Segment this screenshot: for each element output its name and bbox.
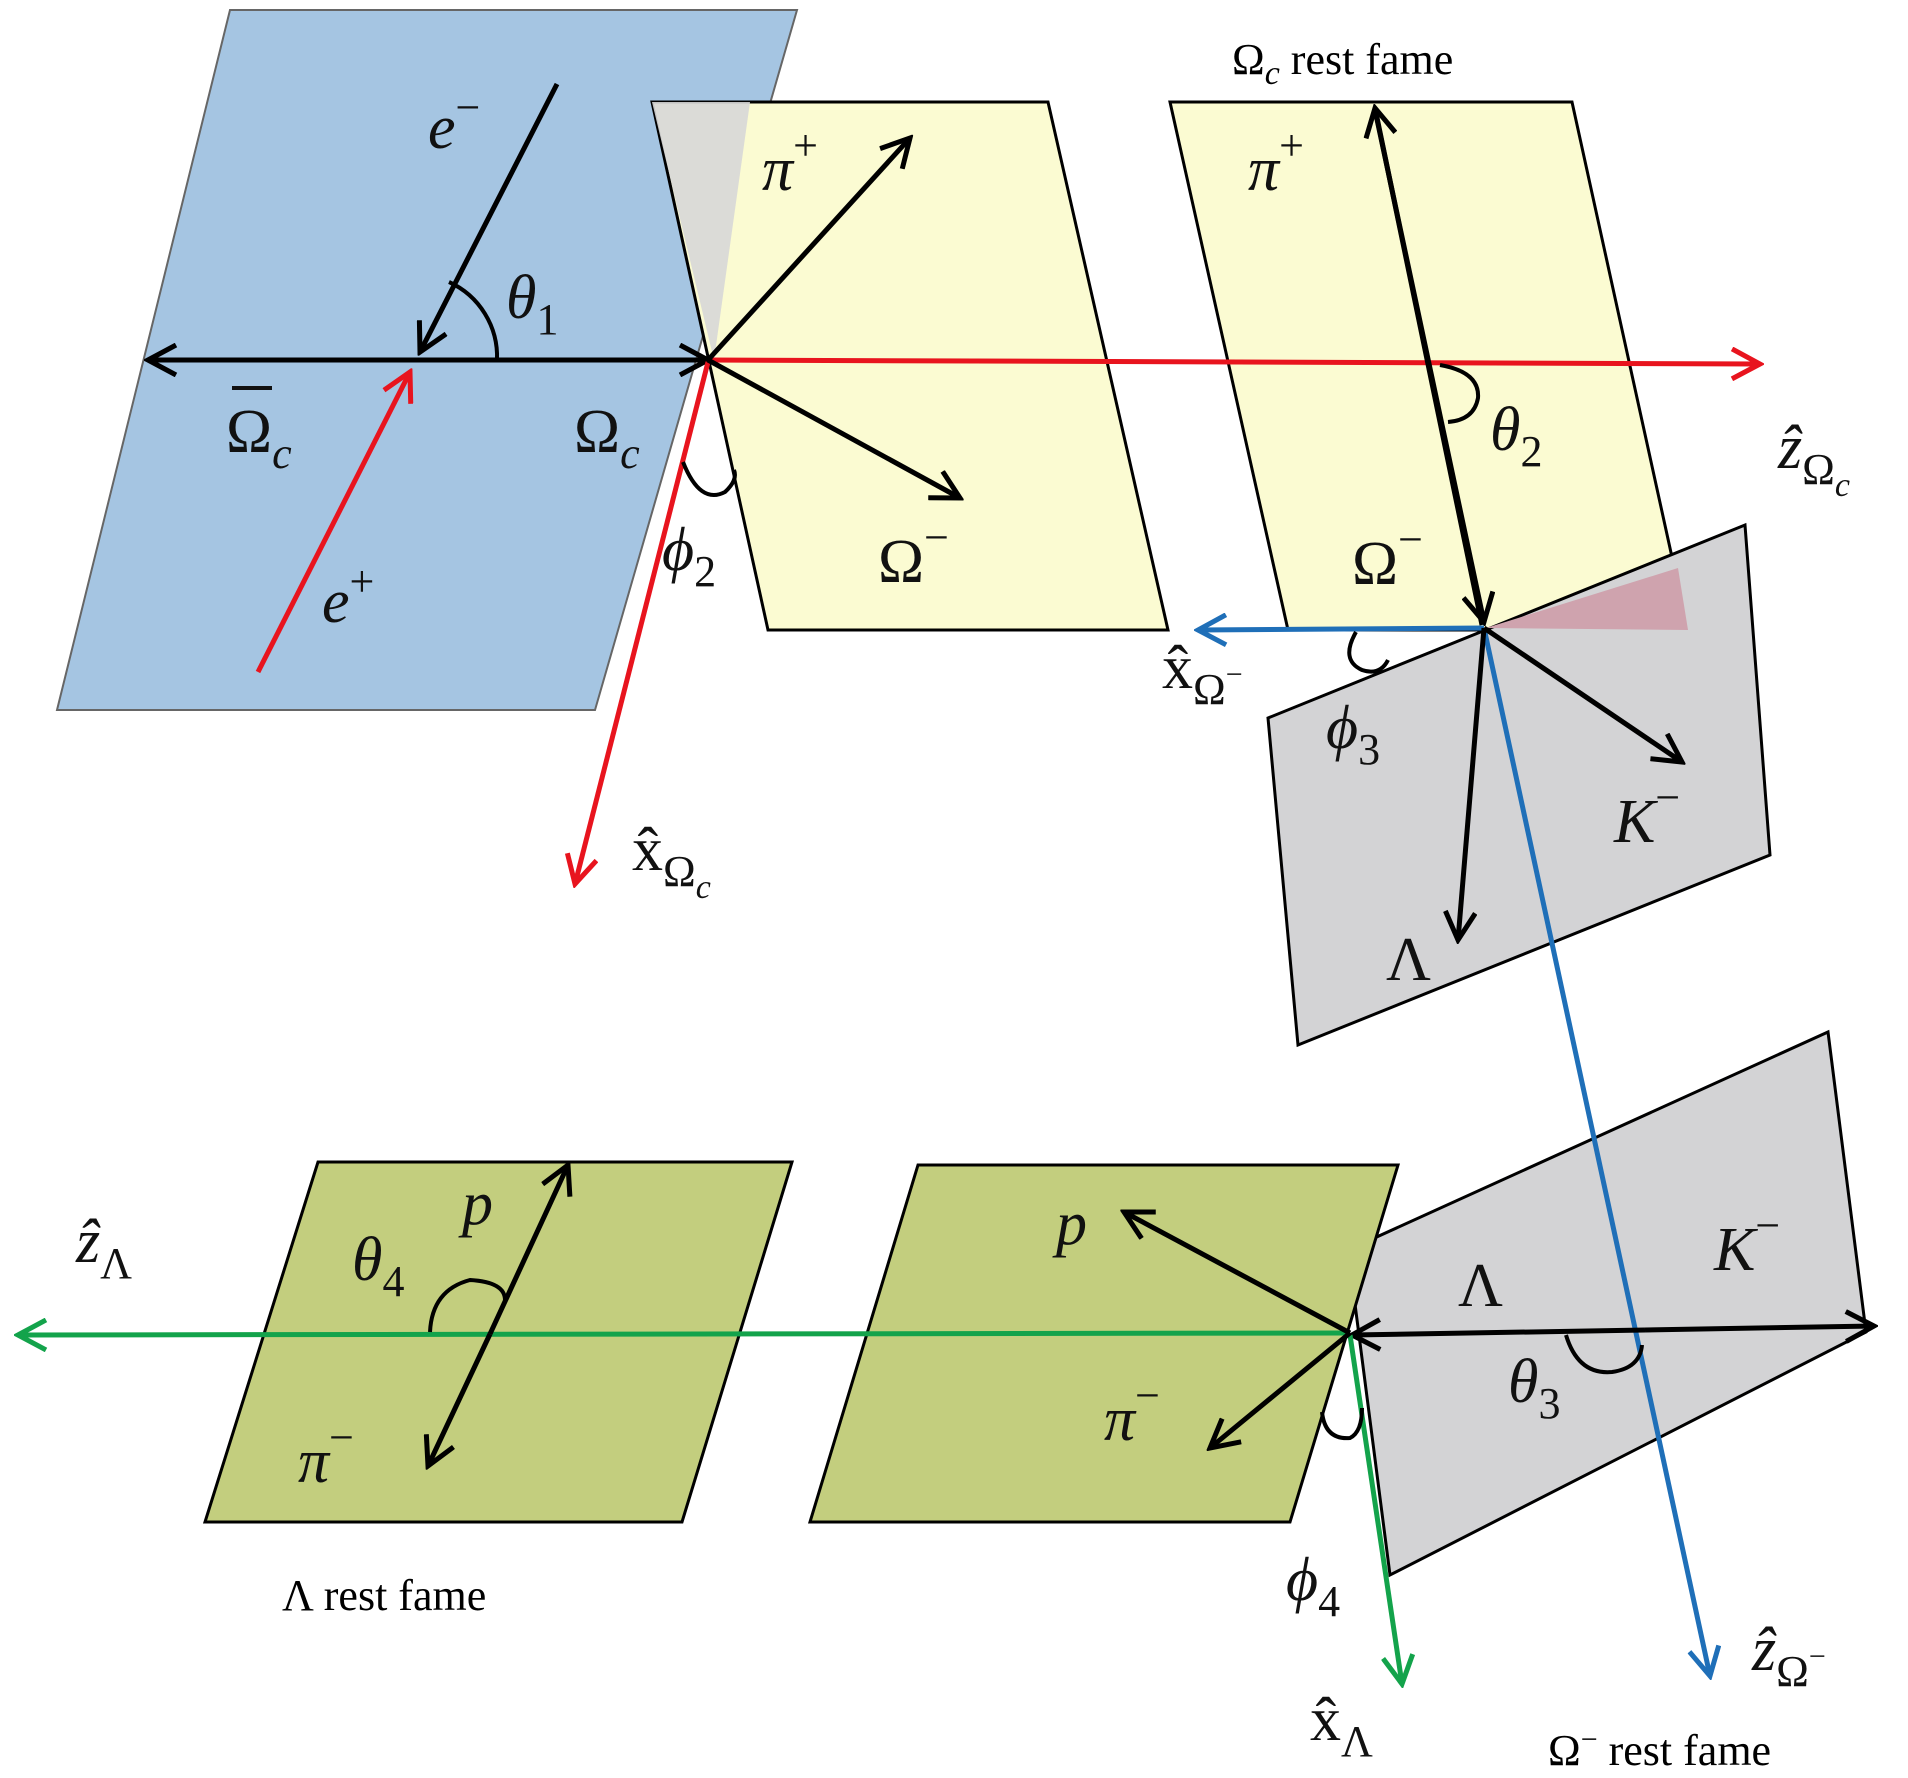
theta2-arc bbox=[1439, 363, 1481, 424]
z-lambda-label: ẑΛ bbox=[75, 1208, 132, 1288]
p-vector-2 bbox=[1124, 1212, 1352, 1336]
pink-overlap-region bbox=[1486, 568, 1688, 630]
svg-text:Ωc: Ωc bbox=[226, 398, 292, 478]
omega-c-decay-plane bbox=[650, 100, 1170, 632]
lambda-vector-1 bbox=[1458, 627, 1487, 940]
omega-minus-rest-plane bbox=[1346, 1029, 1868, 1578]
omega-minus-vector-1 bbox=[706, 357, 960, 498]
e-minus-vector bbox=[420, 82, 560, 352]
x-omega-minus-label: x̂Ω− bbox=[1162, 634, 1243, 714]
p-label-1: p bbox=[458, 1170, 493, 1238]
phi4-label: ϕ4 bbox=[1286, 1546, 1340, 1626]
theta1-label: θ1 bbox=[506, 264, 558, 344]
omega-c-label: Ωc bbox=[574, 398, 640, 478]
omega-minus-rest-frame-label: Ω− rest fame bbox=[1548, 1723, 1771, 1775]
pi-plus-vector-1 bbox=[706, 138, 910, 362]
z-omega-c-axis bbox=[707, 360, 1760, 364]
phi2-arc bbox=[681, 461, 737, 497]
x-omega-minus-axis bbox=[1198, 628, 1485, 630]
x-lambda-label: x̂Λ bbox=[1310, 1686, 1373, 1766]
phi3-arc bbox=[1347, 631, 1390, 674]
k-minus-label-1: K− bbox=[1613, 773, 1680, 856]
pi-plus-label-2: π+ bbox=[1248, 121, 1304, 204]
e-minus-label: e− bbox=[428, 83, 480, 162]
x-lambda-axis bbox=[1347, 1334, 1402, 1684]
omega-minus-label-2: Ω− bbox=[1352, 515, 1423, 598]
z-omega-minus-axis bbox=[1481, 627, 1710, 1676]
p-label-2: p bbox=[1052, 1190, 1087, 1258]
pi-plus-label-1: π+ bbox=[762, 121, 818, 204]
omega-c-bar-label: Ωc bbox=[226, 386, 292, 478]
z-omega-minus-label: ẑΩ− bbox=[1751, 1616, 1826, 1696]
theta3-label: θ3 bbox=[1508, 1348, 1560, 1428]
omega-minus-vector-2 bbox=[1372, 109, 1484, 622]
e-plus-label: e+ bbox=[322, 557, 374, 636]
theta4-arc bbox=[428, 1277, 507, 1333]
phi3-label: ϕ3 bbox=[1326, 694, 1380, 774]
omega-c-rest-frame-label: Ωc rest fame bbox=[1232, 35, 1453, 92]
z-omega-c-label: ẑΩc bbox=[1777, 414, 1850, 504]
theta3-arc bbox=[1564, 1334, 1644, 1375]
pi-minus-vector-2 bbox=[1210, 1331, 1352, 1448]
omega-minus-label-1: Ω− bbox=[878, 513, 949, 596]
pi-minus-label-1: π− bbox=[298, 1413, 354, 1496]
pi-minus-vector-1 bbox=[428, 1332, 493, 1466]
e-plus-vector bbox=[255, 372, 410, 674]
x-omega-c-axis bbox=[575, 361, 711, 884]
lambda-label-2: Λ bbox=[1458, 1252, 1503, 1320]
k-minus-vector-1 bbox=[1482, 625, 1682, 762]
phi2-label: ϕ2 bbox=[662, 516, 716, 596]
lambda-decay-plane bbox=[807, 1163, 1401, 1524]
overlap-gray-region bbox=[652, 102, 750, 360]
theta2-label: θ2 bbox=[1490, 396, 1542, 476]
p-vector-1 bbox=[487, 1165, 568, 1336]
theta1-arc bbox=[448, 280, 500, 361]
pi-minus-label-2: π− bbox=[1104, 1371, 1160, 1454]
lambda-label-1: Λ bbox=[1386, 926, 1431, 994]
x-omega-c-label: x̂Ωc bbox=[632, 816, 711, 906]
phi4-arc bbox=[1320, 1407, 1364, 1441]
theta4-label: θ4 bbox=[352, 1226, 404, 1306]
lambda-rest-frame-label: Λ rest fame bbox=[282, 1571, 486, 1620]
z-lambda-axis bbox=[18, 1333, 1351, 1335]
lambda-rest-plane bbox=[202, 1160, 795, 1524]
k-minus-label-2: K− bbox=[1713, 1201, 1780, 1284]
lambda-vector-2 bbox=[1352, 1330, 1646, 1335]
k-minus-vector-2 bbox=[1644, 1326, 1874, 1330]
